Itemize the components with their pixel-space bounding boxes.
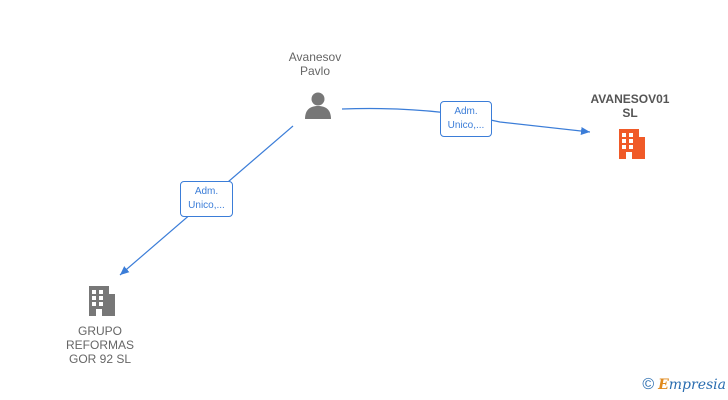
other-company-line2: REFORMAS: [65, 338, 134, 352]
main-company-line1: AVANESOV01: [590, 92, 670, 106]
person-icon[interactable]: [303, 90, 333, 120]
main-company-building-icon[interactable]: [615, 127, 647, 161]
edge-label-to-main-line1: Adm.: [454, 106, 478, 117]
brand-initial: E: [658, 377, 669, 393]
other-company-label[interactable]: GRUPO REFORMAS GOR 92 SL: [50, 324, 150, 366]
empresia-brand[interactable]: © Empresia: [642, 376, 726, 394]
person-name-line2: Pavlo: [299, 64, 331, 78]
edge-label-to-other-line1: Adm.: [194, 186, 219, 197]
main-company-label[interactable]: AVANESOV01 SL: [575, 92, 685, 120]
edge-label-to-other-line2: Unico,...: [188, 200, 225, 211]
other-company-line3: GOR 92 SL: [68, 352, 132, 366]
person-name-line1: Avanesov: [288, 50, 342, 64]
edge-label-to-main-line2: Unico,...: [447, 120, 485, 131]
person-name-label[interactable]: Avanesov Pavlo: [270, 50, 360, 78]
copyright-icon: ©: [642, 376, 655, 393]
edge-label-to-other[interactable]: Adm. Unico,...: [180, 181, 233, 217]
other-company-line1: GRUPO: [77, 324, 122, 338]
edge-person-to-main: [341, 107, 591, 135]
brand-name: mpresia: [668, 377, 726, 393]
other-company-building-icon[interactable]: [85, 284, 117, 318]
edge-label-to-main[interactable]: Adm. Unico,...: [440, 101, 492, 137]
main-company-line2: SL: [622, 106, 638, 120]
